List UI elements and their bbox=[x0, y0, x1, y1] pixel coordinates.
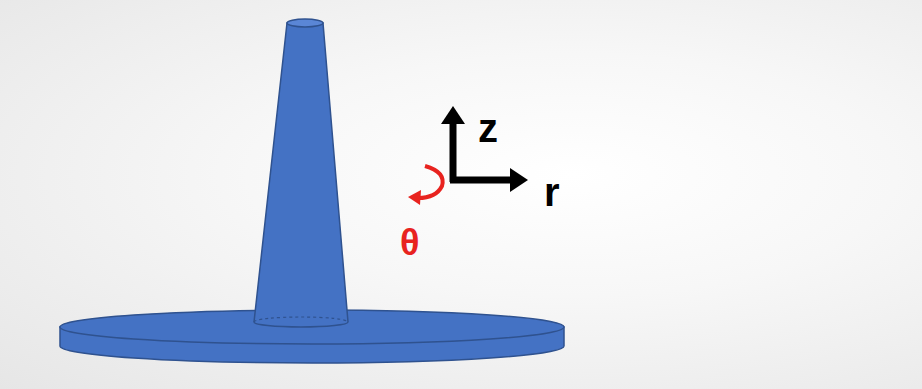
axis-label: z bbox=[478, 108, 498, 148]
tapered-pillar bbox=[254, 19, 348, 327]
axis-label: θ bbox=[400, 225, 419, 261]
coordinate-axes bbox=[408, 106, 528, 205]
axis-label: r bbox=[544, 172, 560, 212]
